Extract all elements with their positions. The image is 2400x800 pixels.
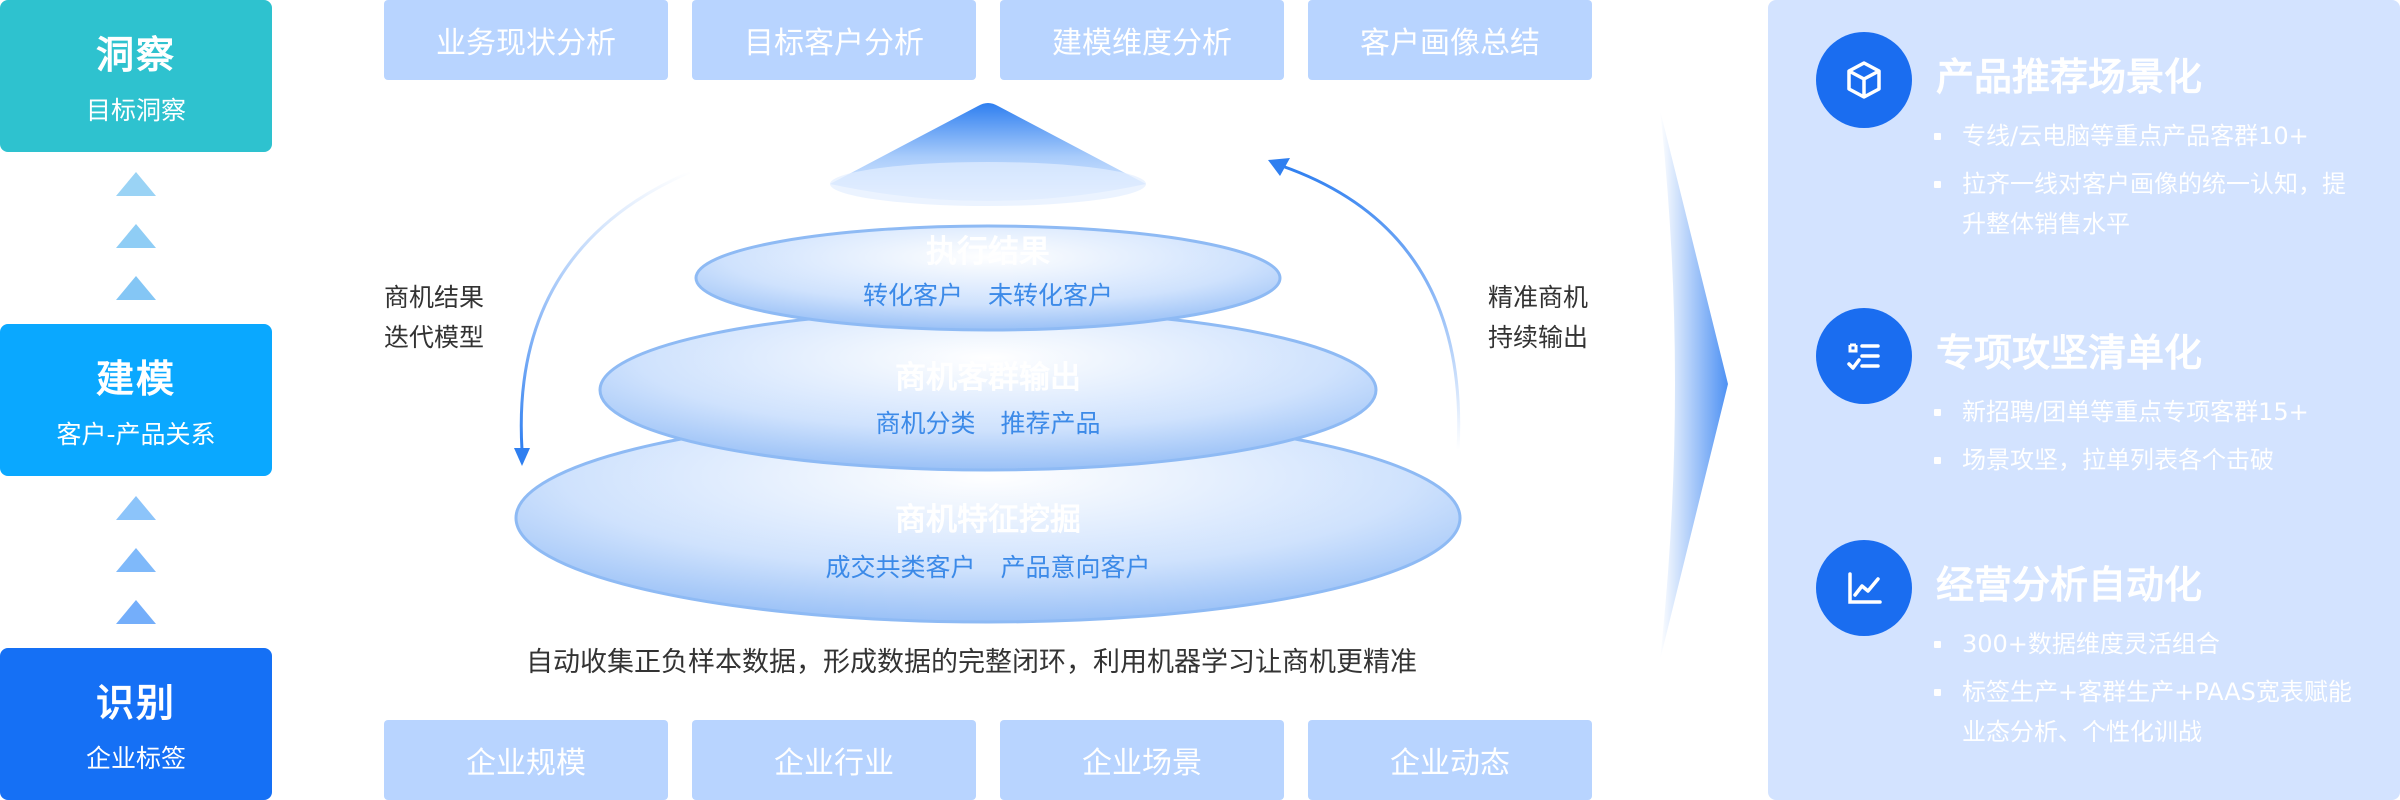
bottom-tag: 企业行业: [692, 720, 976, 800]
arrow-up-icon: [1268, 158, 1290, 176]
stage-insight: 洞察 目标洞察: [0, 0, 272, 152]
arrow-up-icon: [116, 496, 156, 520]
layer-title-output: 商机客群输出: [895, 360, 1081, 396]
bottom-tag: 企业场景: [1000, 720, 1284, 800]
layer-subtitle-mining: 成交共类客户 产品意向客户: [825, 553, 1151, 582]
pyramid-diagram: [514, 103, 1728, 660]
layer-title-mining: 商机特征挖掘: [895, 502, 1081, 538]
layer-ellipse-upper: [694, 224, 1282, 332]
panel-title: 专项攻坚清单化: [1936, 331, 2203, 375]
panel-bullet: 标签生产+客群生产+PAAS宽表赋能业态分析、个性化训战: [1934, 672, 2366, 752]
layer-subtitle-result: 转化客户 未转化客户: [862, 281, 1113, 310]
panel-bullet: 专线/云电脑等重点产品客群10+: [1934, 116, 2366, 156]
right-caption: 精准商机 持续输出: [1488, 283, 1589, 352]
stage-subtitle: 目标洞察: [85, 96, 186, 125]
stage-modeling: 建模 客户-产品关系: [0, 324, 272, 476]
panel-bullet: 拉齐一线对客户画像的统一认知，提升整体销售水平: [1934, 164, 2366, 244]
cycle-arrow-left: [519, 170, 691, 451]
stage-title: 识别: [95, 681, 176, 725]
chevron-right-icon: [1660, 110, 1728, 660]
cycle-arrow-right: [1281, 164, 1461, 451]
arrow-down-icon: [514, 448, 530, 466]
bottom-tag: 企业规模: [384, 720, 668, 800]
panel-bullet: 场景攻坚，拉单列表各个击破: [1934, 440, 2366, 480]
panel-bullet: 300+数据维度灵活组合: [1934, 624, 2366, 664]
bottom-tag: 企业动态: [1308, 720, 1592, 800]
arrow-up-icon: [116, 600, 156, 624]
panel-title: 经营分析自动化: [1936, 563, 2203, 607]
stage-subtitle: 企业标签: [85, 744, 186, 773]
left-caption: 商机结果 迭代模型: [384, 283, 485, 352]
benefits-panel: 产品推荐场景化 专线/云电脑等重点产品客群10+ 拉齐一线对客户画像的统一认知，…: [1768, 0, 2400, 800]
arrow-up-icon: [116, 548, 156, 572]
top-tag: 业务现状分析: [384, 0, 668, 80]
panel-bullet: 新招聘/团单等重点专项客群15+: [1934, 392, 2366, 432]
bottom-caption: 自动收集正负样本数据，形成数据的完整闭环，利用机器学习让商机更精准: [526, 647, 1417, 678]
top-tag: 建模维度分析: [1000, 0, 1284, 80]
arrow-up-icon: [116, 172, 156, 196]
chart-line-icon: [1816, 540, 1912, 636]
arrow-up-icon: [116, 276, 156, 300]
layer-subtitle-output: 商机分类 推荐产品: [875, 409, 1101, 438]
checklist-icon: [1816, 308, 1912, 404]
arrow-up-icon: [116, 224, 156, 248]
top-tag: 客户画像总结: [1308, 0, 1592, 80]
panel-title: 产品推荐场景化: [1936, 55, 2203, 99]
stage-title: 建模: [95, 357, 176, 401]
top-tag: 目标客户分析: [692, 0, 976, 80]
layer-title-result: 执行结果: [926, 234, 1050, 270]
cube-icon: [1816, 32, 1912, 128]
stage-identify: 识别 企业标签: [0, 648, 272, 800]
stage-title: 洞察: [95, 33, 176, 77]
stage-subtitle: 客户-产品关系: [56, 420, 216, 449]
